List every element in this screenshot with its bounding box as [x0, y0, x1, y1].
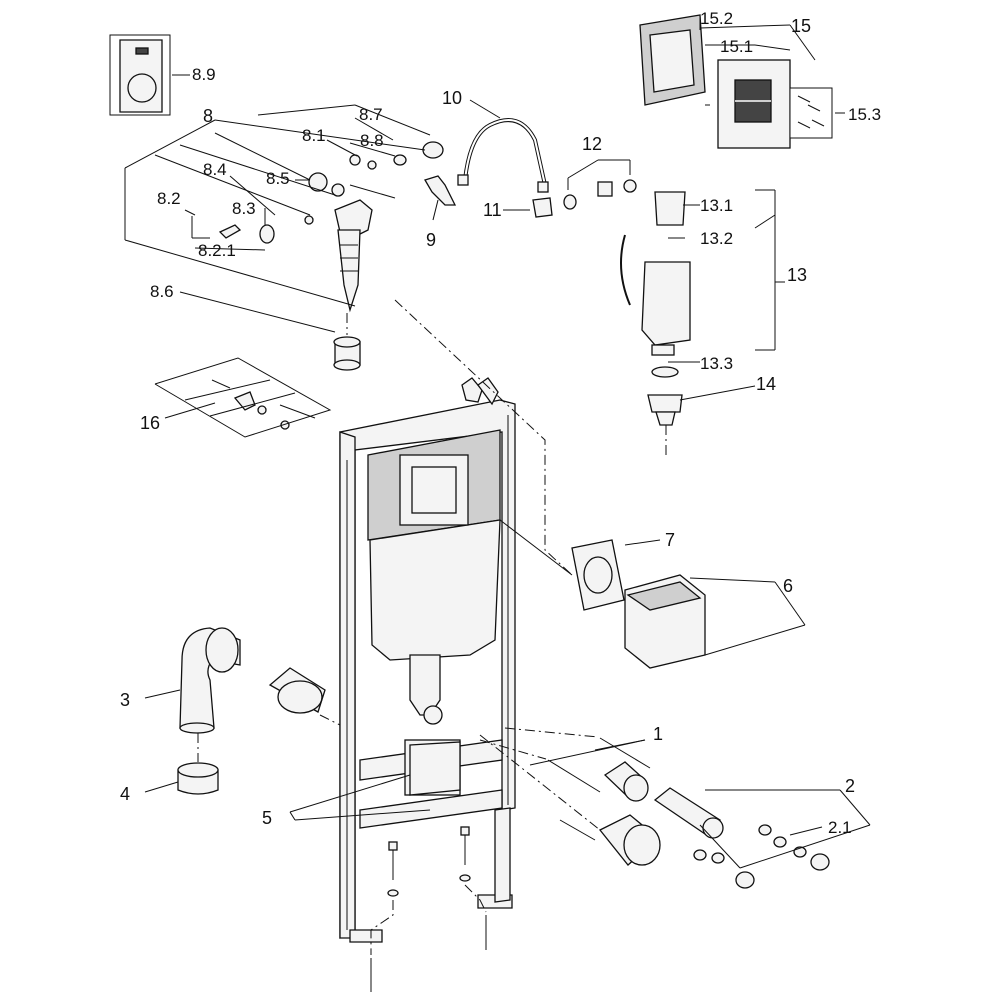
part-6-inspection-shaft [624, 574, 706, 669]
label-8-8: 8.8 [360, 131, 384, 150]
label-13: 13 [787, 265, 807, 285]
label-8-3: 8.3 [232, 199, 256, 218]
label-8-2: 8.2 [157, 189, 181, 208]
installation-frame [339, 399, 516, 943]
leader-lines [124, 18, 871, 869]
part-9-connector [424, 175, 457, 206]
label-8-6: 8.6 [150, 282, 174, 301]
label-14: 14 [756, 374, 776, 394]
label-15-2: 15.2 [700, 9, 733, 28]
label-6: 6 [783, 576, 793, 596]
label-8-9: 8.9 [192, 65, 216, 84]
label-13-1: 13.1 [700, 196, 733, 215]
part-8-fill-valve [334, 199, 373, 313]
part-15-3-screws [789, 87, 833, 139]
label-11: 11 [483, 200, 502, 220]
part-8-6-float-cup [333, 336, 361, 371]
part-7-inspection-frame [571, 539, 625, 611]
label-9: 9 [426, 230, 436, 250]
label-13-2: 13.2 [700, 229, 733, 248]
part-labels: 1 2 2.1 3 4 5 6 7 8 8.1 8.2 8.2.1 8.3 8.… [120, 9, 881, 837]
part-11-angle-valve [532, 197, 553, 218]
label-8-1: 8.1 [302, 126, 326, 145]
label-2: 2 [845, 776, 855, 796]
label-8-7: 8.7 [359, 105, 383, 124]
label-13-3: 13.3 [700, 354, 733, 373]
label-8-5: 8.5 [266, 169, 290, 188]
label-8-4: 8.4 [203, 160, 227, 179]
part-13-flush-valve [620, 191, 691, 378]
part-14-outlet [647, 394, 683, 426]
part-5-mounting-bracket [409, 741, 461, 796]
flush-bend-sleeve [268, 667, 326, 714]
part-10-flex-hose [457, 118, 549, 193]
label-2-1: 2.1 [828, 818, 852, 837]
label-8: 8 [203, 106, 213, 126]
label-12: 12 [582, 134, 602, 154]
part-12-fittings [563, 179, 637, 210]
label-3: 3 [120, 690, 130, 710]
label-10: 10 [442, 88, 462, 108]
label-8-2-1: 8.2.1 [198, 241, 236, 260]
label-15-1: 15.1 [720, 37, 753, 56]
frame-top-brackets [461, 377, 499, 406]
label-4: 4 [120, 784, 130, 804]
part-4-adapter-ring [177, 762, 219, 795]
label-15: 15 [791, 16, 811, 36]
part-3-elbow-bend [179, 627, 241, 734]
label-16: 16 [140, 413, 160, 433]
part-1-threaded-rods [479, 727, 651, 793]
label-5: 5 [262, 808, 272, 828]
label-1: 1 [653, 724, 663, 744]
part-8-small-components [218, 141, 444, 244]
part-15-flush-plate [639, 14, 791, 149]
label-7: 7 [665, 530, 675, 550]
part-16-wall-brackets [211, 379, 316, 430]
label-15-3: 15.3 [848, 105, 881, 124]
part-8-9-spare-pack [109, 34, 171, 116]
floor-bolts [370, 826, 487, 992]
part-2-drain-connector [598, 761, 724, 866]
